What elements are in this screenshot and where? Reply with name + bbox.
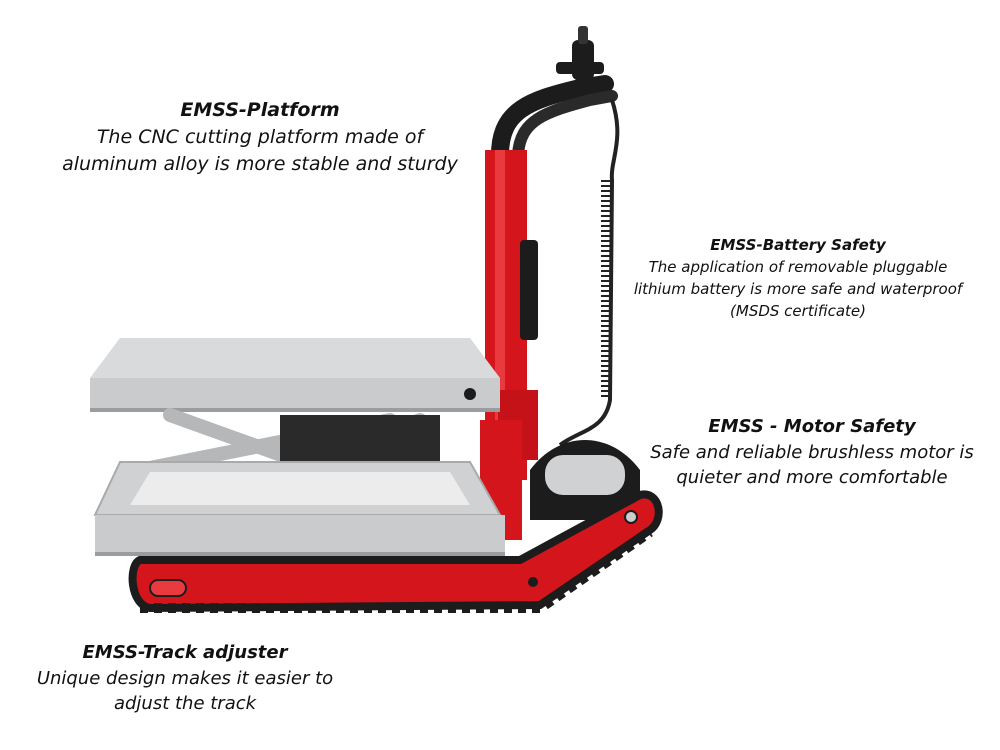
motor-line-1: Safe and reliable brushless motor is [650, 442, 974, 463]
platform-line-1: The CNC cutting platform made of [96, 126, 424, 148]
callout-track-adjuster: EMSS-Track adjuster Unique design makes … [20, 640, 350, 716]
handle-bar [491, 26, 618, 164]
coiled-cable [558, 99, 620, 447]
motor-housing [530, 440, 640, 520]
lower-frame [93, 461, 505, 556]
battery-pack [520, 240, 538, 340]
red-column [480, 150, 538, 540]
battery-line-1: The application of removable pluggable [648, 258, 948, 276]
track-line-1: Unique design makes it easier to [36, 668, 334, 689]
lift-motor [280, 415, 440, 470]
battery-line-3: (MSDS certificate) [730, 302, 866, 320]
callout-motor-safety: EMSS - Motor Safety Safe and reliable br… [640, 414, 984, 490]
callout-battery-safety: EMSS-Battery Safety The application of r… [612, 234, 984, 322]
upper-platform [90, 338, 500, 412]
battery-line-2: lithium battery is more safe and waterpr… [633, 280, 963, 298]
track-title: EMSS-Track adjuster [82, 642, 288, 663]
platform-title: EMSS-Platform [180, 99, 340, 121]
red-track [128, 490, 663, 613]
motor-title: EMSS - Motor Safety [708, 416, 916, 437]
battery-title: EMSS-Battery Safety [710, 236, 886, 254]
track-line-2: adjust the track [113, 693, 257, 714]
callout-platform: EMSS-Platform The CNC cutting platform m… [40, 96, 480, 178]
platform-line-2: aluminum alloy is more stable and sturdy [62, 153, 458, 175]
motor-line-2: quieter and more comfortable [676, 467, 948, 488]
track-adjuster [149, 579, 187, 597]
